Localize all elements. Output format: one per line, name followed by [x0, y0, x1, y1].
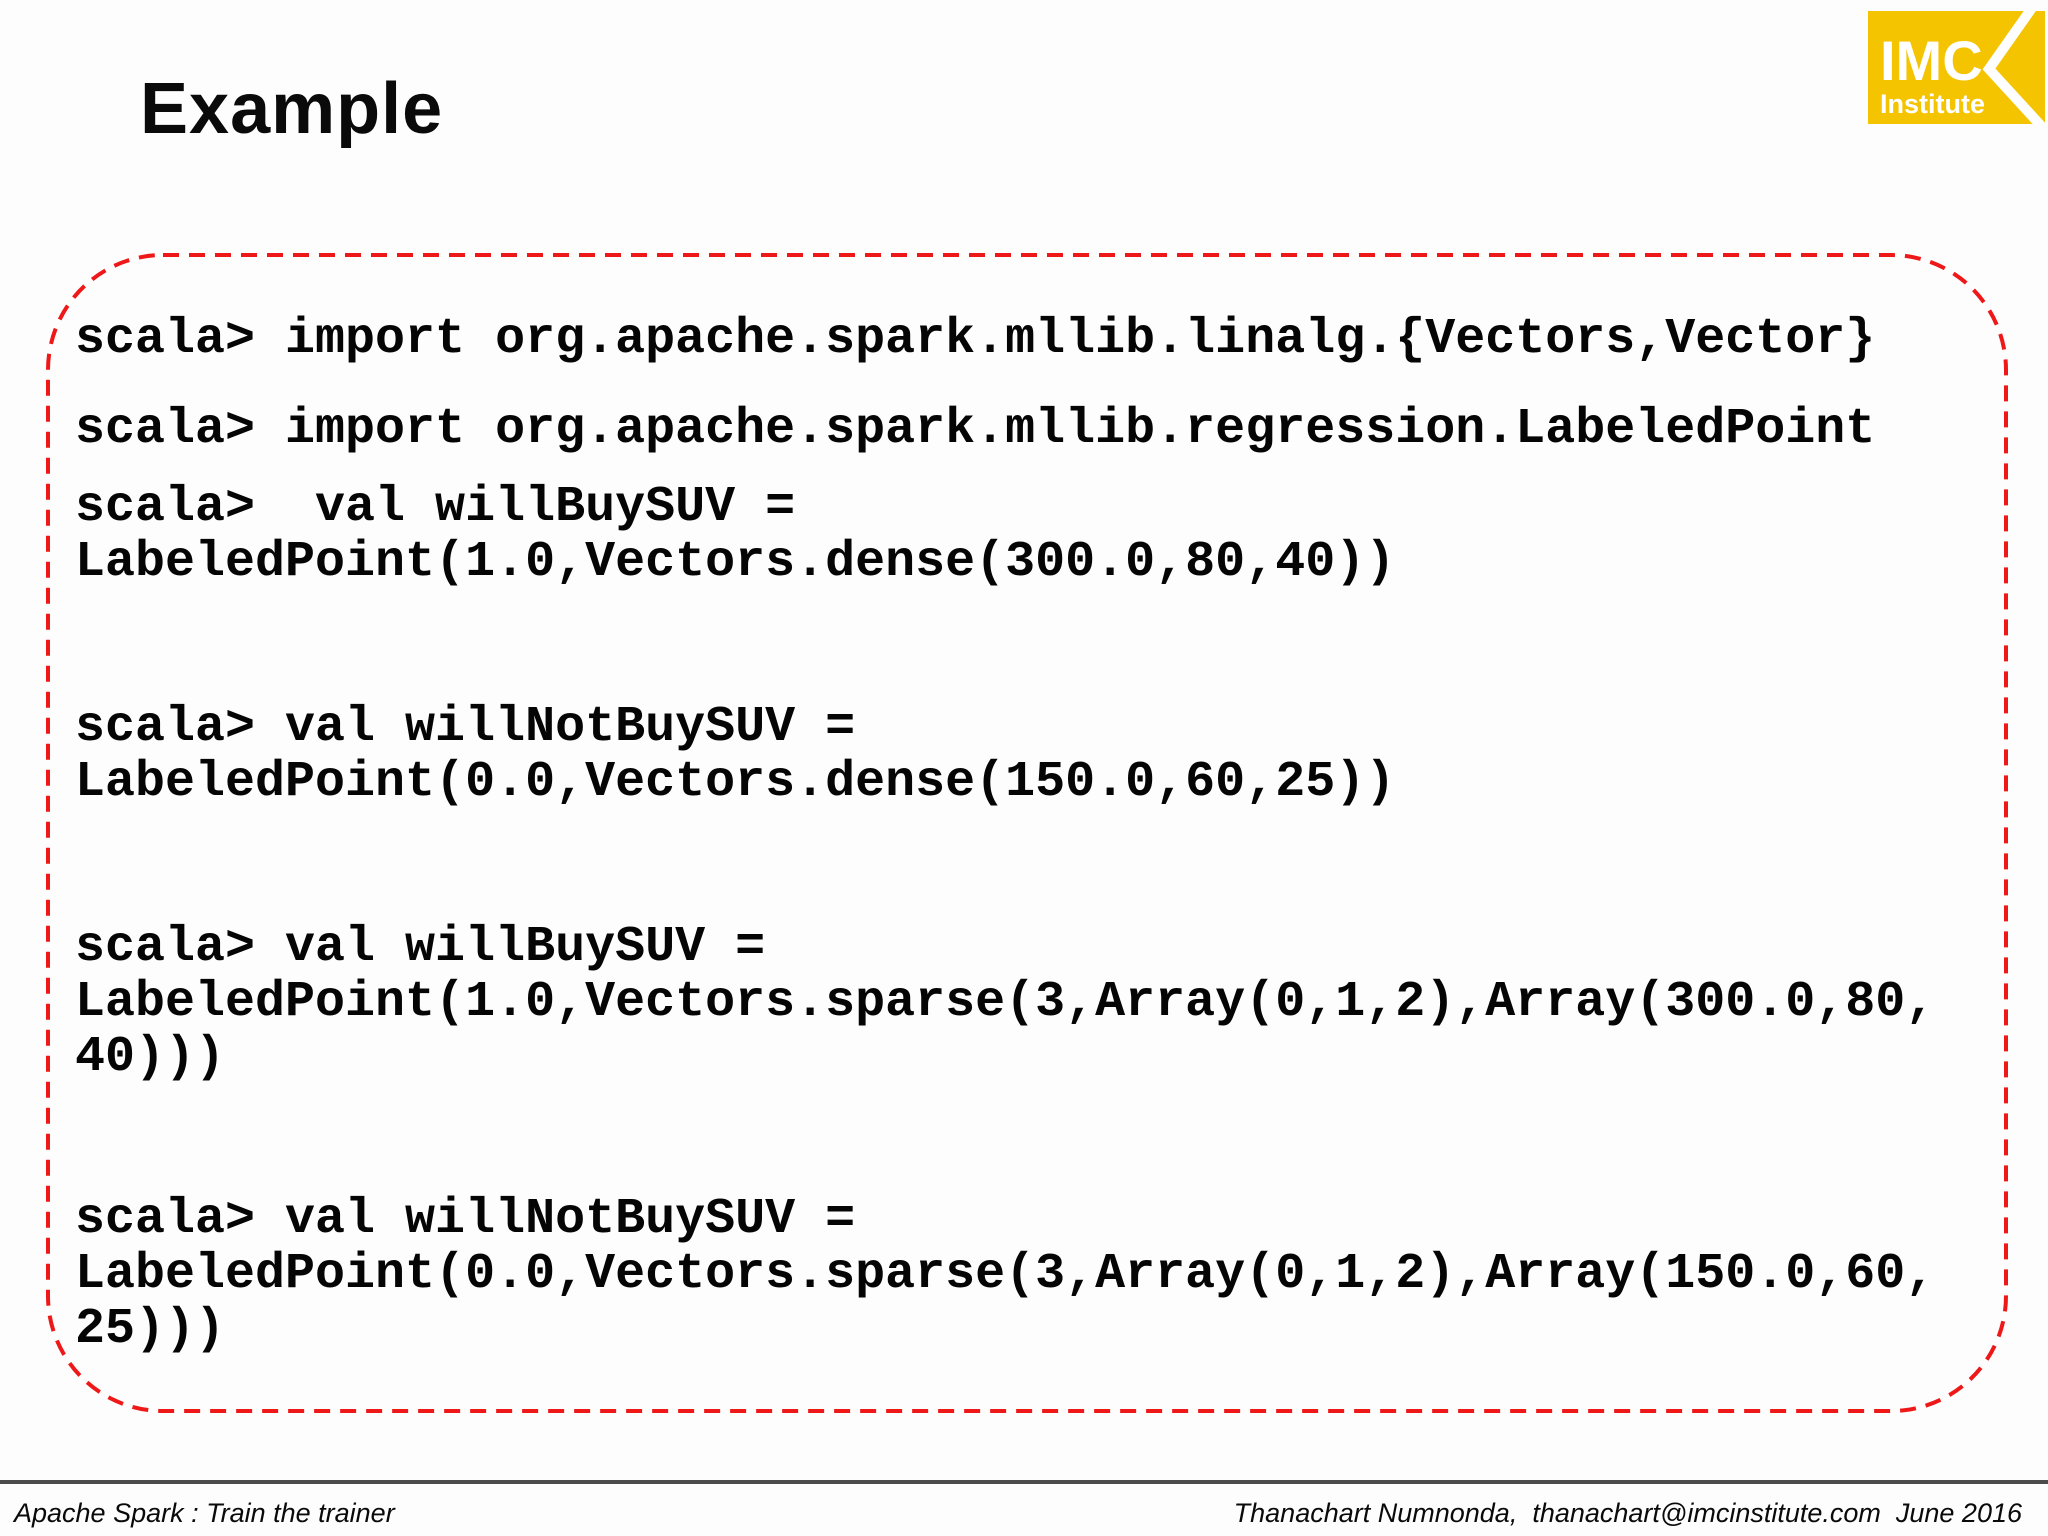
imc-logo-graphic: IMC Institute	[1868, 11, 2045, 124]
code-box-border	[45, 252, 2009, 1414]
code-paragraph-willbuysuv-dense: scala> val willBuySUV = LabeledPoint(1.0…	[75, 479, 1396, 591]
code-paragraph-import-regression: scala> import org.apache.spark.mllib.reg…	[75, 401, 1876, 458]
logo-text-imc: IMC	[1880, 29, 1983, 92]
page-title: Example	[140, 69, 444, 149]
code-paragraph-willnotbuysuv-sparse: scala> val willNotBuySUV = LabeledPoint(…	[75, 1191, 1936, 1358]
footer-author-info: Thanachart Numnonda, thanachart@imcinsti…	[1233, 1498, 2022, 1528]
footer-course-title: Apache Spark : Train the trainer	[14, 1498, 395, 1528]
logo-text-institute: Institute	[1880, 89, 1985, 119]
code-paragraph-import-linalg: scala> import org.apache.spark.mllib.lin…	[75, 311, 1876, 368]
code-block: scala> import org.apache.spark.mllib.lin…	[75, 312, 2005, 1357]
chevron-icon	[1982, 11, 2045, 124]
code-paragraph-willnotbuysuv-dense: scala> val willNotBuySUV = LabeledPoint(…	[75, 699, 1396, 811]
code-paragraph-willbuysuv-sparse: scala> val willBuySUV = LabeledPoint(1.0…	[75, 919, 1936, 1086]
imc-institute-logo: IMC Institute	[1868, 11, 2045, 124]
footer-divider	[0, 1480, 2048, 1484]
